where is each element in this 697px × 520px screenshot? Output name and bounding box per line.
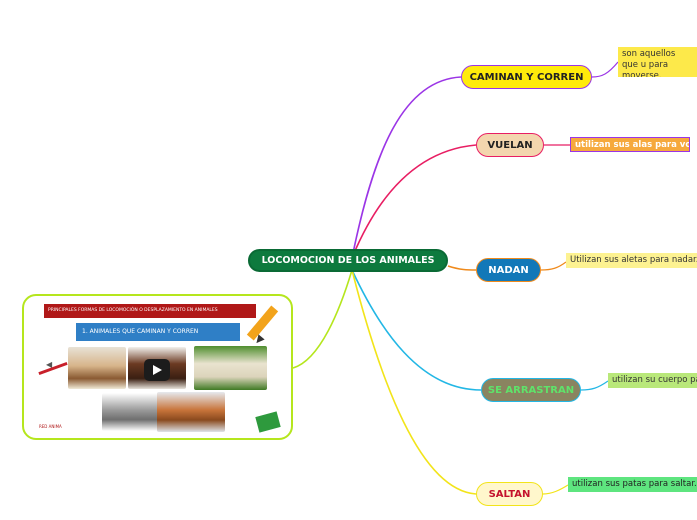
description-text: son aquellos que u para moverse.	[622, 49, 676, 77]
description-vuelan[interactable]: utilizan sus alas para volar.	[570, 137, 690, 152]
description-se-arrastran[interactable]: utilizan su cuerpo par	[608, 373, 697, 388]
branch-connector	[447, 265, 477, 271]
play-icon	[153, 365, 162, 375]
video-subtitle-bar: 1. ANIMALES QUE CAMINAN Y CORREN	[76, 323, 240, 341]
red-pen-icon	[38, 361, 68, 376]
branch-connector	[542, 484, 569, 495]
topic-label: VUELAN	[487, 139, 533, 151]
branch-connector	[351, 144, 477, 259]
dogs-photo	[68, 347, 126, 389]
description-text: utilizan sus alas para volar.	[575, 140, 689, 150]
branch-connector	[540, 261, 567, 271]
topic-label: CAMINAN Y CORREN	[469, 71, 584, 83]
speaker-icon: ◀	[46, 360, 53, 369]
description-text: Utilizan sus aletas para nadar.	[570, 255, 697, 265]
green-tab-icon	[255, 411, 281, 433]
play-button[interactable]	[144, 359, 170, 381]
topic-caminan-y-corren[interactable]: CAMINAN Y CORREN	[461, 65, 592, 89]
fox-photo	[157, 392, 225, 432]
video-thumbnail-card[interactable]: PRINCIPALES FORMAS DE LOCOMOCIÓN O DESPL…	[22, 294, 293, 440]
description-text: utilizan sus patas para saltar.	[572, 479, 697, 489]
topic-saltan[interactable]: SALTAN	[476, 482, 543, 506]
description-caminan-y-corren[interactable]: son aquellos que u para moverse.	[618, 47, 697, 77]
topic-label: NADAN	[488, 264, 529, 276]
sheep-photo	[194, 346, 267, 390]
central-topic[interactable]: LOCOMOCION DE LOS ANIMALES	[248, 249, 448, 272]
topic-vuelan[interactable]: VUELAN	[476, 133, 544, 157]
video-header-bar: PRINCIPALES FORMAS DE LOCOMOCIÓN O DESPL…	[44, 304, 256, 318]
description-text: utilizan su cuerpo par	[612, 375, 697, 385]
topic-se-arrastran[interactable]: SE ARRASTRAN	[481, 378, 581, 402]
branch-connector	[351, 76, 462, 259]
description-saltan[interactable]: utilizan sus patas para saltar.	[568, 477, 697, 492]
topic-label: SE ARRASTRAN	[487, 384, 575, 396]
topic-nadan[interactable]: NADAN	[476, 258, 541, 282]
video-branch-connector	[292, 269, 353, 369]
central-topic-label: LOCOMOCION DE LOS ANIMALES	[261, 255, 435, 266]
video-footer-text: RED ANIMA	[39, 424, 62, 429]
description-nadan[interactable]: Utilizan sus aletas para nadar.	[566, 253, 697, 268]
cat-photo	[102, 393, 158, 431]
topic-label: SALTAN	[488, 488, 531, 500]
branch-connector	[351, 269, 482, 391]
branch-connector	[591, 61, 619, 78]
branch-connector	[351, 269, 477, 495]
branch-connector	[580, 380, 609, 391]
